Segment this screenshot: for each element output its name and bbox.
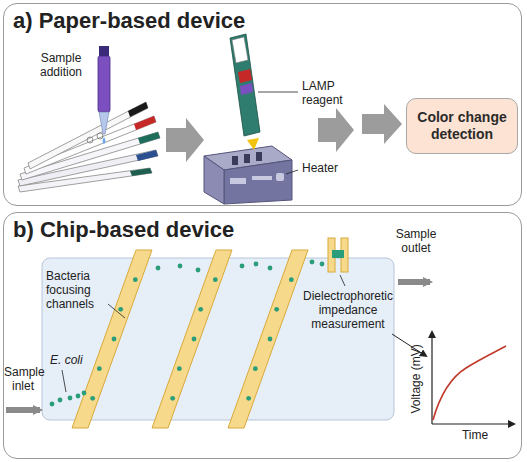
reagent-strip [247,138,259,150]
bacterium-dot [133,277,138,282]
paper-strips [136,150,158,161]
port-label: Sample outlet [384,228,448,256]
reagent-strip [230,34,260,150]
pipette [103,137,106,144]
heater-block [252,176,272,180]
voltage-graph [431,332,432,424]
heater-block [232,156,238,165]
flow-arrow [398,279,430,285]
panel: a) Paper-based deviceColor change detect… [3,3,522,206]
electrodes [328,238,348,272]
heater-block [256,152,262,161]
bacterium-dot [58,398,63,403]
paper-strips [18,102,160,192]
pipette [98,56,110,112]
reagent-strip [240,83,253,95]
flow-arrow [318,108,354,152]
bacterium-dot [274,307,279,312]
leader-line [108,304,125,318]
reagent-strip [230,34,260,136]
port-label: Sample inlet [4,366,42,394]
leader-line [62,370,66,392]
heater-block [204,146,292,204]
focusing-channels [228,250,308,428]
reagent-strip [232,37,248,63]
focusing-channels [72,250,308,428]
bacterium-dot [320,262,325,267]
bacterium-dot [177,366,182,371]
axis-label: Voltage (mV) [410,334,424,424]
paper-strips [24,116,156,174]
bacterium-dot [156,266,161,271]
result-box: Color change detection [406,98,518,154]
leader-line [286,170,298,174]
box-text: Color change detection [412,109,512,143]
part-label: LAMP reagent [302,80,362,108]
heater-block [244,154,250,163]
leader-line [340,275,345,286]
bacterium-dot [268,266,273,271]
step-label: Sample addition [26,52,96,80]
flow-arrow [362,104,402,144]
heater-block [224,160,292,204]
bacterium-dot [112,337,117,342]
bacterium-dot [310,260,315,265]
panel-heading: b) Chip-based device [4,213,521,243]
heater-block [204,156,224,204]
paper-strips [97,133,103,139]
panel-heading: a) Paper-based device [4,4,521,34]
paper-strips [134,116,156,130]
bacterium-dot [118,307,123,312]
bacterium-dot [50,402,55,407]
bacterium-dot [268,337,273,342]
bacterium-dot [254,262,259,267]
heater-block [230,178,246,184]
pipette [99,46,109,56]
bacterium-dot [246,396,251,401]
method-label: Dielectrophoretic impedance measurement [296,290,400,331]
bacterium-dot [240,264,245,269]
bacterium-dot [68,396,73,401]
heater-block [276,173,284,181]
paper-strips [128,102,148,117]
bacteria-dots [50,260,325,407]
leader-line [258,92,298,93]
bacterium-dot [198,307,203,312]
part-label: Bacteria focusing channels [46,270,122,311]
panel: b) Chip-based device [3,212,522,459]
pipette [98,46,110,144]
bacterium-dot [90,396,95,401]
voltage-graph [433,346,506,420]
electrodes [332,250,344,258]
reagent-strip [238,69,252,83]
flow-arrow [166,118,204,162]
bacterium-dot [196,268,201,273]
bacterium-dot [97,366,102,371]
part-label: Heater [302,162,352,176]
focusing-channels [152,250,232,428]
bacterium-dot [253,366,258,371]
bacterium-dot [82,391,87,396]
bacterium-dot [192,337,197,342]
voltage-graph [432,332,514,424]
paper-strips [28,102,148,169]
bacterium-dot [76,394,81,399]
flow-arrow [6,407,40,413]
axis-label: Time [455,429,495,443]
paper-strips [130,168,152,176]
paper-strips [138,132,160,144]
voltage-graph [432,423,514,424]
paper-strips [87,137,93,143]
organism-label: E. coli [50,354,100,368]
bacterium-dot [170,396,175,401]
bacterium-dot [289,277,294,282]
bacterium-dot [178,264,183,269]
pipette [99,112,109,134]
bacterium-dot [213,277,218,282]
